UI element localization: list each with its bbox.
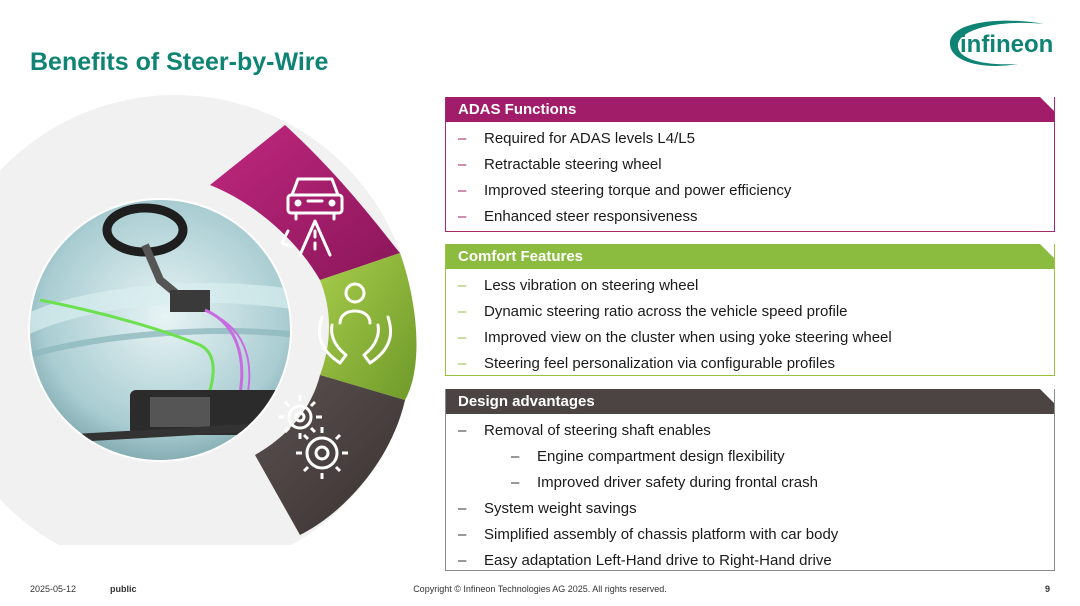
list-item: –Improved view on the cluster when using… xyxy=(458,329,892,346)
panel-header: ADAS Functions xyxy=(446,97,1054,122)
panel-design-advantages: Design advantages –Removal of steering s… xyxy=(445,389,1055,571)
svg-text:infineon: infineon xyxy=(960,31,1053,58)
infineon-logo: infineon xyxy=(949,20,1053,66)
list-item: –Easy adaptation Left-Hand drive to Righ… xyxy=(458,552,832,569)
footer-date: 2025-05-12 xyxy=(30,584,77,594)
panel-header: Comfort Features xyxy=(446,244,1054,269)
list-item: –Retractable steering wheel xyxy=(458,156,662,173)
list-item: –System weight savings xyxy=(458,500,637,517)
segment-adas xyxy=(210,125,400,280)
footer-copyright: Copyright © Infineon Technologies AG 202… xyxy=(413,584,667,594)
panel-header: Design advantages xyxy=(446,389,1054,414)
bullet-list: –Required for ADAS levels L4/L5 –Retract… xyxy=(446,122,1054,230)
bullet-list: –Removal of steering shaft enables –Engi… xyxy=(446,414,1054,574)
list-item: –Improved steering torque and power effi… xyxy=(458,182,792,199)
hands-person-icon xyxy=(317,282,393,365)
footer-classification: public xyxy=(110,584,137,594)
list-item: –Steering feel personalization via confi… xyxy=(458,355,836,372)
list-item: –Removal of steering shaft enables xyxy=(458,422,711,439)
bullet-list: –Less vibration on steering wheel –Dynam… xyxy=(446,269,1054,377)
steer-by-wire-illustration xyxy=(0,95,417,545)
slide-title: Benefits of Steer-by-Wire xyxy=(30,48,329,76)
list-item: –Less vibration on steering wheel xyxy=(458,277,699,294)
segment-comfort xyxy=(320,253,417,400)
list-item: –Required for ADAS levels L4/L5 xyxy=(458,130,695,147)
list-item: –Simplified assembly of chassis platform… xyxy=(458,526,839,543)
panel-comfort-features: Comfort Features –Less vibration on stee… xyxy=(445,244,1055,376)
list-item: –Enhanced steer responsiveness xyxy=(458,208,698,225)
list-subitem: –Engine compartment design flexibility xyxy=(511,448,785,465)
page-number: 9 xyxy=(1044,584,1050,594)
list-subitem: –Improved driver safety during frontal c… xyxy=(511,474,818,491)
segment-design xyxy=(255,375,405,535)
panel-adas-functions: ADAS Functions –Required for ADAS levels… xyxy=(445,97,1055,232)
car-road-icon xyxy=(280,177,344,257)
gears-icon xyxy=(278,395,348,479)
list-item: –Dynamic steering ratio across the vehic… xyxy=(458,303,848,320)
